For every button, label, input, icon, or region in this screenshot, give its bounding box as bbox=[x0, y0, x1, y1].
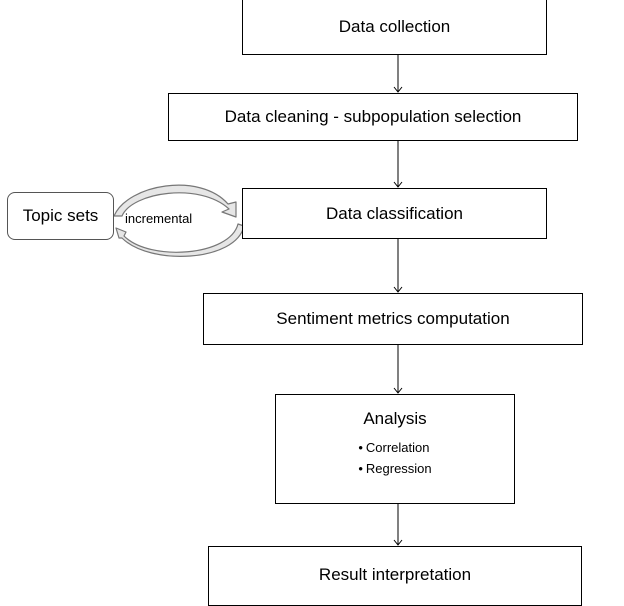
step-data-cleaning: Data cleaning - subpopulation selection bbox=[168, 93, 578, 141]
step-analysis-title: Analysis bbox=[363, 409, 427, 428]
analysis-method-regression: Regression bbox=[358, 458, 432, 479]
step-data-collection-label: Data collection bbox=[338, 17, 451, 36]
topic-sets-box: Topic sets bbox=[7, 192, 114, 240]
analysis-methods-list: Correlation Regression bbox=[358, 437, 432, 479]
step-sentiment-metrics-label: Sentiment metrics computation bbox=[276, 309, 510, 328]
step-data-collection: Data collection bbox=[242, 0, 547, 55]
step-analysis: Analysis Correlation Regression bbox=[275, 394, 515, 504]
cycle-arrow-forward bbox=[113, 184, 237, 218]
analysis-method-correlation: Correlation bbox=[358, 437, 431, 458]
step-data-classification: Data classification bbox=[242, 188, 547, 239]
step-result-interpretation: Result interpretation bbox=[208, 546, 582, 606]
step-data-classification-label: Data classification bbox=[325, 203, 463, 223]
topic-sets-label: Topic sets bbox=[22, 206, 99, 225]
step-sentiment-metrics: Sentiment metrics computation bbox=[203, 293, 583, 345]
step-data-cleaning-label: Data cleaning - subpopulation selection bbox=[224, 107, 522, 126]
cycle-arrow-backward bbox=[115, 223, 245, 257]
step-result-interpretation-label: Result interpretation bbox=[318, 565, 472, 584]
incremental-label: incremental bbox=[125, 211, 193, 226]
